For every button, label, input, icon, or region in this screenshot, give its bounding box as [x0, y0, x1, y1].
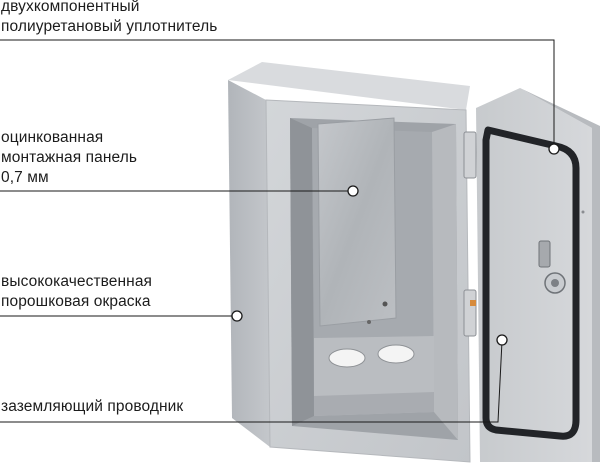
leader-sealant [0, 39, 555, 147]
door-rivet [581, 210, 585, 214]
callout-grounding: заземляющий проводник [1, 397, 183, 417]
marker-panel [347, 185, 359, 197]
grounding-lug [470, 300, 476, 306]
interior-left-wall [290, 118, 314, 426]
cabinet-top [228, 62, 470, 110]
callout-panel-line-3: 0,7 мм [1, 169, 49, 186]
marker-grounding [496, 334, 508, 346]
cable-entry-hole [377, 344, 415, 364]
lock-handle [538, 240, 551, 268]
callout-leaders [0, 39, 555, 423]
door-edge [520, 88, 600, 462]
cabinet-door [476, 88, 600, 462]
hinge-top [463, 131, 477, 179]
callout-sealant-line-1: двухкомпонентный [1, 0, 140, 15]
interior-right-wall [432, 124, 458, 440]
door-seal [482, 126, 580, 440]
callout-grounding-line-1: заземляющий проводник [1, 398, 184, 415]
door-outer [476, 88, 592, 462]
cable-entry-hole [328, 348, 366, 368]
panel-screw [382, 301, 388, 307]
callout-sealant-line-2: полиуретановый уплотнитель [1, 18, 218, 35]
leader-grounding [0, 340, 503, 423]
marker-paint [231, 310, 243, 322]
callout-paint-line-2: порошковая окраска [1, 293, 151, 310]
callout-panel-line-2: монтажная панель [1, 149, 138, 166]
callout-paint: высококачественная порошковая окраска [1, 272, 152, 312]
marker-sealant [548, 143, 560, 155]
lock-keyhole [551, 279, 559, 287]
hinge-bottom [463, 289, 477, 337]
lock [538, 240, 566, 294]
callout-sealant: двухкомпонентный полиуретановый уплотнит… [1, 0, 217, 37]
callout-panel-line-1: оцинкованная [1, 129, 104, 146]
callout-paint-line-1: высококачественная [1, 273, 153, 290]
callout-mounting-panel: оцинкованная монтажная панель 0,7 мм [1, 128, 137, 188]
door-hinges [463, 131, 477, 337]
cabinet-side [228, 80, 270, 447]
floor-lip [314, 392, 434, 416]
callout-markers [231, 143, 560, 346]
panel-screw [367, 320, 371, 324]
mounting-panel-plate [317, 117, 397, 327]
mounting-panel [317, 117, 397, 327]
